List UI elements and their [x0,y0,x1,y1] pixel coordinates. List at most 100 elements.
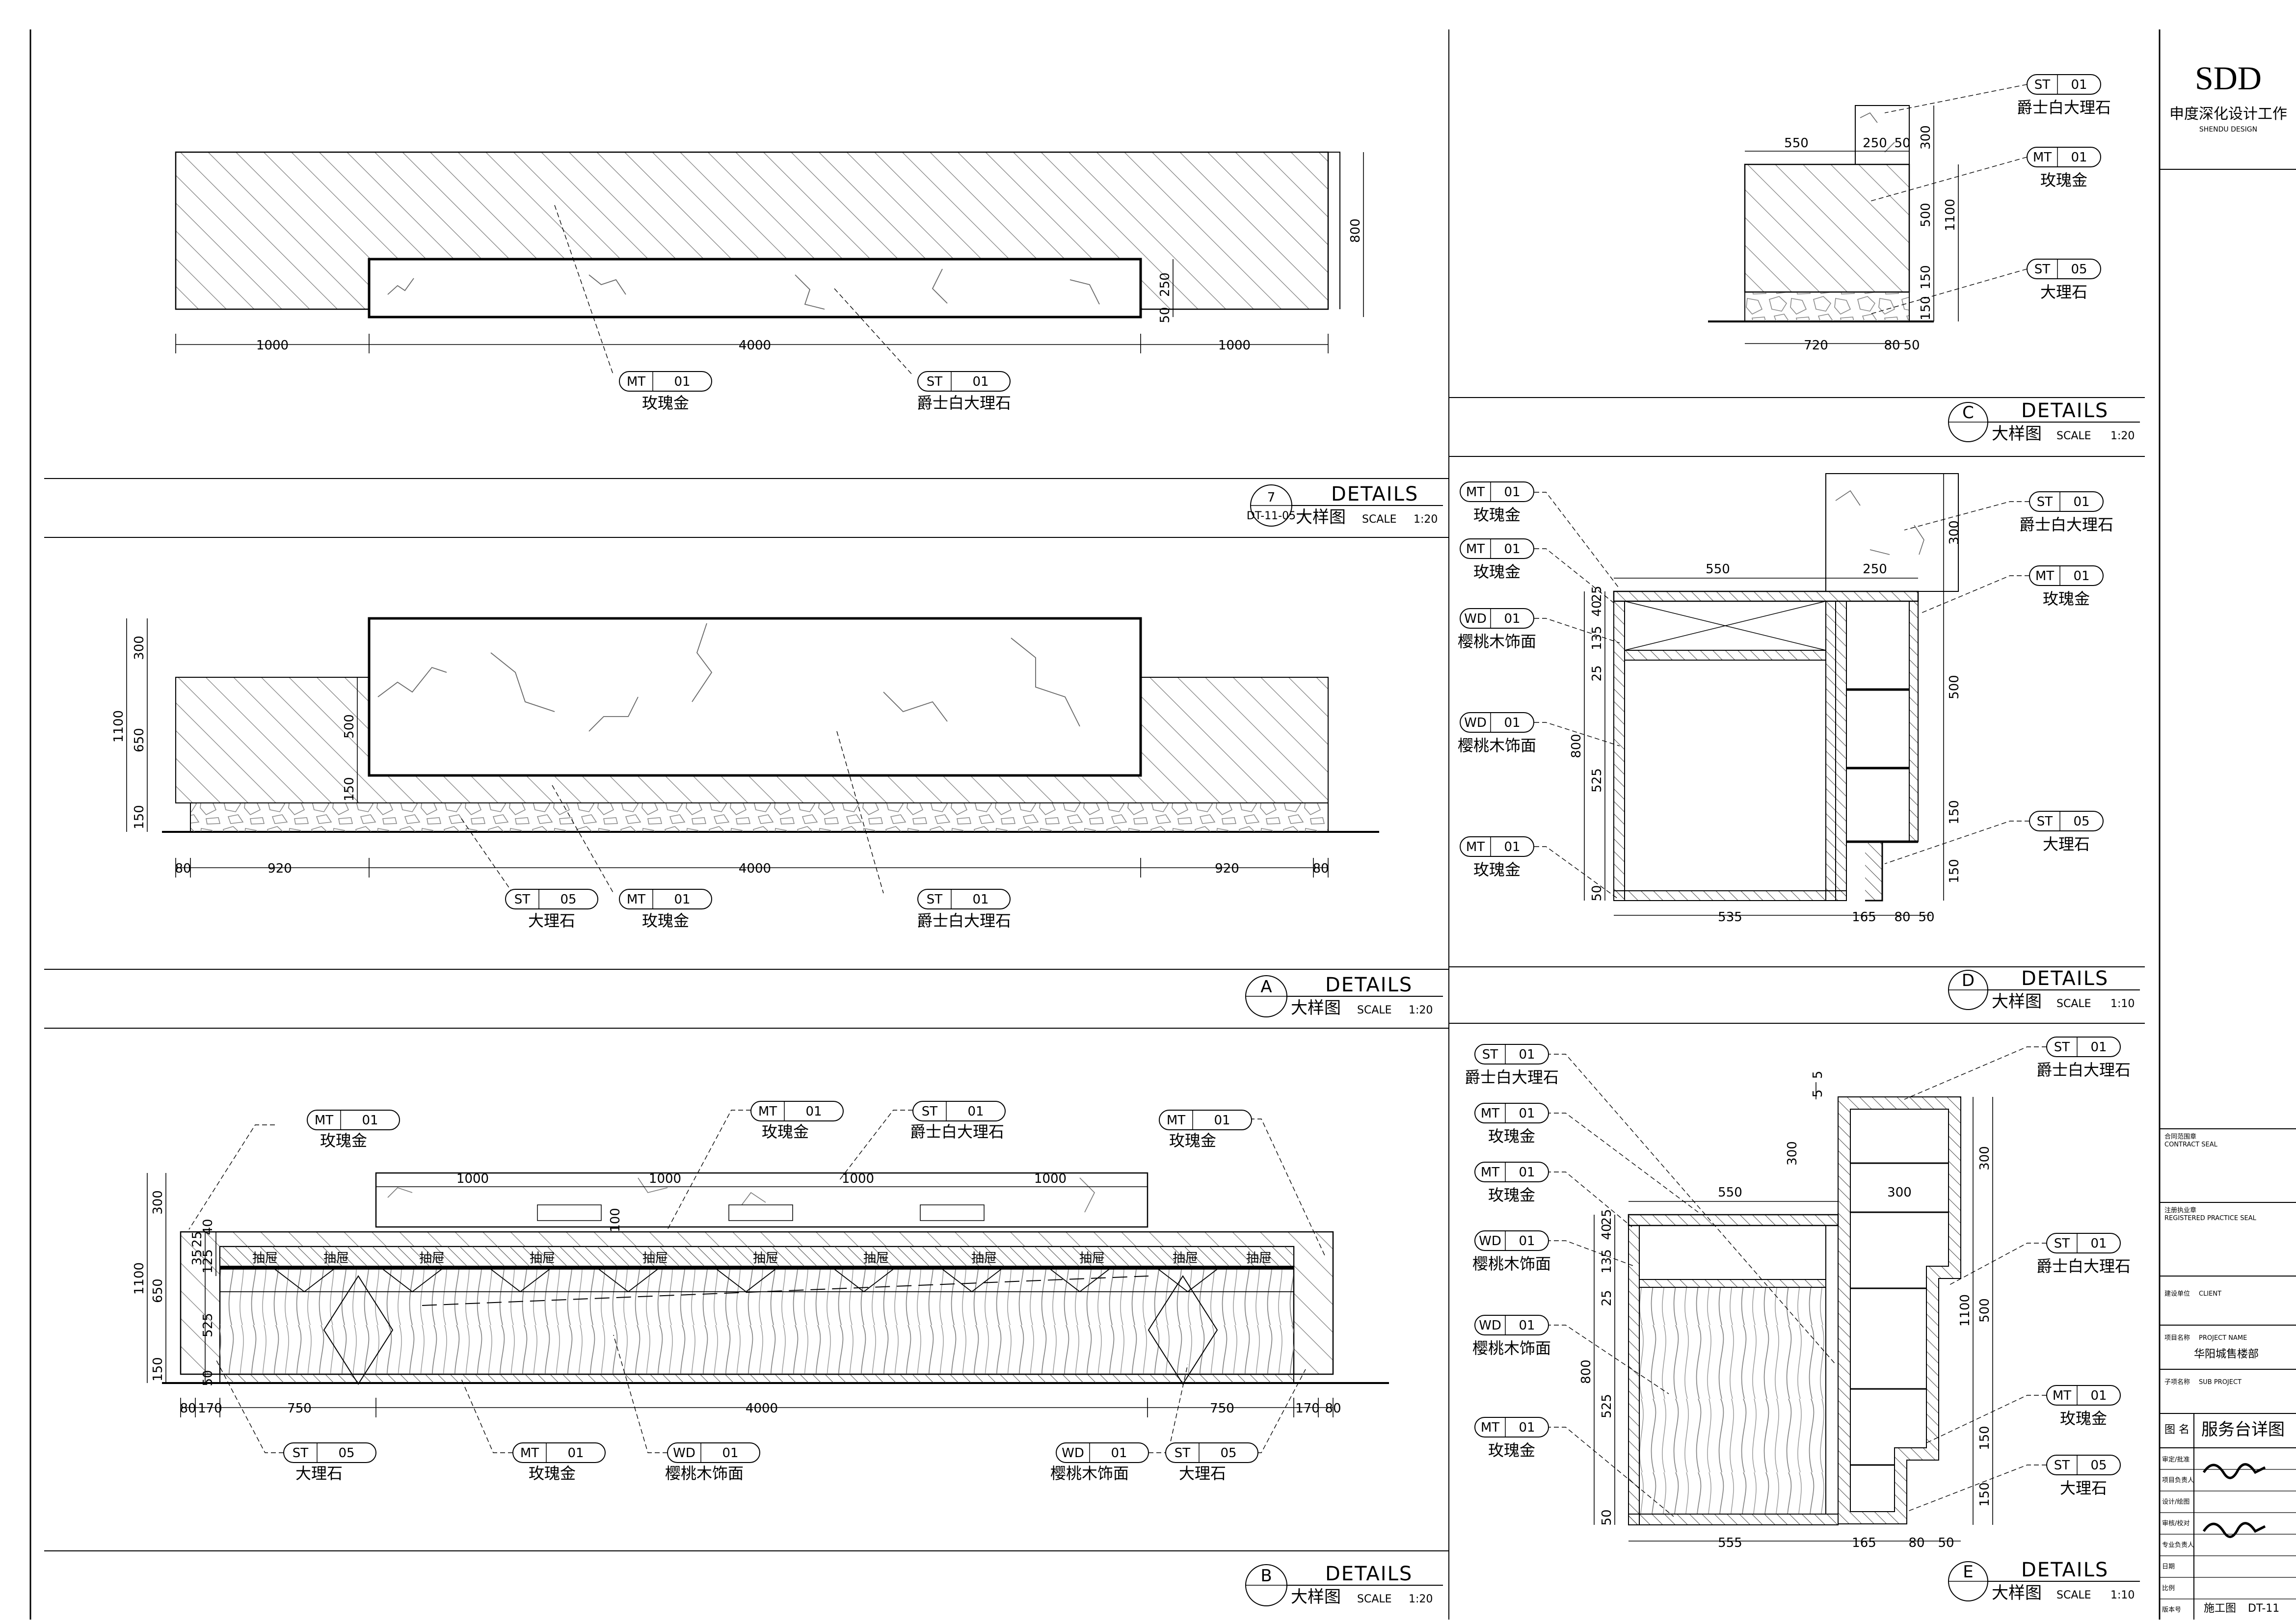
svg-text:80: 80 [1325,1401,1341,1416]
svg-text:1:10: 1:10 [2110,998,2135,1010]
svg-text:玫瑰金: 玫瑰金 [642,911,689,930]
svg-text:大理石: 大理石 [1179,1464,1226,1483]
svg-text:05: 05 [2073,814,2089,829]
svg-text:300: 300 [1887,1185,1912,1200]
svg-text:WD: WD [1479,1318,1501,1333]
tag-st01: ST 01 爵士白大理石 [910,1101,1006,1141]
svg-text:05: 05 [2090,1458,2107,1473]
tag-st01: ST 01 爵士白大理石 [2036,1037,2131,1079]
material-label: 爵士白大理石 [917,394,1011,412]
svg-text:ST: ST [927,374,943,389]
title-cn: 大样图 [1296,507,1346,527]
svg-text:01: 01 [1504,542,1520,557]
svg-text:WD: WD [1464,612,1487,626]
svg-text:审定/批准: 审定/批准 [2162,1456,2189,1464]
svg-text:爵士白大理石: 爵士白大理石 [2017,98,2111,117]
svg-text:80: 80 [175,861,191,876]
svg-text:150: 150 [1977,1426,1992,1450]
svg-text:01: 01 [1504,716,1520,730]
svg-text:玫瑰金: 玫瑰金 [1488,1127,1535,1145]
svg-text:525: 525 [1590,768,1604,793]
drawer-row [219,1269,1294,1293]
svg-text:玫瑰金: 玫瑰金 [2040,171,2087,189]
svg-text:设计/绘图: 设计/绘图 [2162,1498,2189,1506]
svg-text:DETAILS: DETAILS [1325,1563,1413,1585]
tag-mt01: MT 01 玫瑰金 [1474,1417,1549,1460]
svg-text:PROJECT NAME: PROJECT NAME [2199,1334,2247,1342]
company-name: 申度深化设计工作 [2169,106,2287,123]
svg-text:ST: ST [927,892,943,907]
svg-text:01: 01 [2071,150,2087,165]
dim-1000-right: 1000 [1218,338,1251,353]
svg-text:A: A [1260,977,1272,997]
tag-wd01: WD 01 樱桃木饰面 [1050,1442,1149,1483]
svg-text:比例: 比例 [2162,1585,2175,1592]
svg-text:WD: WD [1464,716,1487,730]
tag-wd01: WD 01 樱桃木饰面 [1458,608,1536,651]
svg-text:SCALE: SCALE [2056,430,2091,442]
svg-text:REGISTERED PRACTICE SEAL: REGISTERED PRACTICE SEAL [2164,1215,2257,1222]
tag-st01: ST 01 爵士白大理石 [2019,491,2113,534]
svg-text:165: 165 [1852,1536,1876,1550]
svg-text:40: 40 [1600,1224,1614,1240]
svg-text:920: 920 [1215,861,1239,876]
svg-text:300: 300 [1919,125,1933,150]
svg-text:135: 135 [1590,626,1604,650]
svg-text:50: 50 [1600,1509,1614,1525]
svg-text:150: 150 [1947,800,1962,825]
panel-c-section: 550 250 50 720 80 50 300 500 150 150 110… [1708,74,2140,444]
svg-text:MT: MT [2033,150,2052,165]
svg-text:樱桃木饰面: 樱桃木饰面 [1472,1254,1551,1273]
svg-text:抽屉: 抽屉 [1079,1251,1105,1266]
svg-text:DETAILS: DETAILS [1325,974,1413,996]
svg-text:B: B [1260,1566,1272,1586]
title-c: C DETAILS 大样图 SCALE 1:20 [1948,399,2140,444]
svg-text:ST: ST [514,892,531,907]
tag-mt01: MT 01 玫瑰金 [1474,1103,1549,1145]
tag-st05: ST 05 大理石 [505,889,598,930]
svg-text:01: 01 [2073,569,2089,584]
sheet-frame [29,29,2161,1620]
tag-mt01: MT 01 玫瑰金 [2029,565,2104,608]
svg-text:图 名: 图 名 [2164,1424,2189,1436]
svg-text:MT: MT [758,1104,777,1119]
svg-text:5: 5 [1811,1071,1825,1079]
project-name: 华阳城售楼部 [2194,1348,2259,1360]
svg-text:80: 80 [1312,861,1329,876]
title-block: SDD 申度深化设计工作 SHENDU DESIGN 合同范围章 CONTRAC… [2160,59,2296,1620]
tag-mt01: MT 01 玫瑰金 [750,1101,844,1141]
tag-st01: ST 01 爵士白大理石 [917,889,1011,930]
svg-text:ST: ST [2037,814,2053,829]
svg-text:150: 150 [1977,1482,1992,1507]
svg-text:MT: MT [1481,1420,1499,1435]
title-7: 7 DT-11-05 DETAILS 大样图 SCALE 1:20 [1247,483,1443,527]
svg-text:爵士白大理石: 爵士白大理石 [2036,1257,2131,1276]
svg-text:170: 170 [198,1401,222,1416]
svg-text:50: 50 [1590,885,1604,901]
panel-7-plan: 1000 4000 1000 800 250 50 MT 01 玫瑰金 ST 0… [175,151,1443,527]
svg-text:MT: MT [2035,569,2054,584]
svg-text:大理石: 大理石 [2043,835,2090,853]
svg-text:樱桃木饰面: 樱桃木饰面 [665,1464,744,1483]
svg-text:720: 720 [1804,338,1828,353]
tag-wd01: WD 01 樱桃木饰面 [665,1442,760,1483]
svg-text:1:20: 1:20 [2110,430,2135,442]
svg-text:C: C [1962,403,1974,423]
svg-text:1100: 1100 [1958,1294,1973,1327]
svg-text:300: 300 [151,1190,165,1215]
signature [2202,1463,2266,1538]
svg-text:35: 35 [190,1249,205,1265]
tag-st01: ST 01 爵士白大理石 [2036,1233,2131,1276]
svg-text:50: 50 [1938,1536,1954,1550]
svg-text:05: 05 [560,892,576,907]
svg-text:版本号: 版本号 [2162,1606,2181,1614]
drawer-labels: 抽屉 抽屉 抽屉 抽屉 抽屉 抽屉 抽屉 抽屉 抽屉 抽屉 抽屉 [252,1251,1272,1266]
svg-text:01: 01 [2090,1388,2107,1403]
title-d: D DETAILS 大样图 SCALE 1:10 [1948,967,2140,1012]
svg-text:25: 25 [1590,665,1604,681]
svg-text:玫瑰金: 玫瑰金 [1473,860,1521,879]
brand-logo: SDD [2195,59,2262,97]
svg-text:01: 01 [722,1446,738,1461]
svg-text:135: 135 [1600,1249,1614,1274]
svg-text:ST: ST [2054,1458,2070,1473]
